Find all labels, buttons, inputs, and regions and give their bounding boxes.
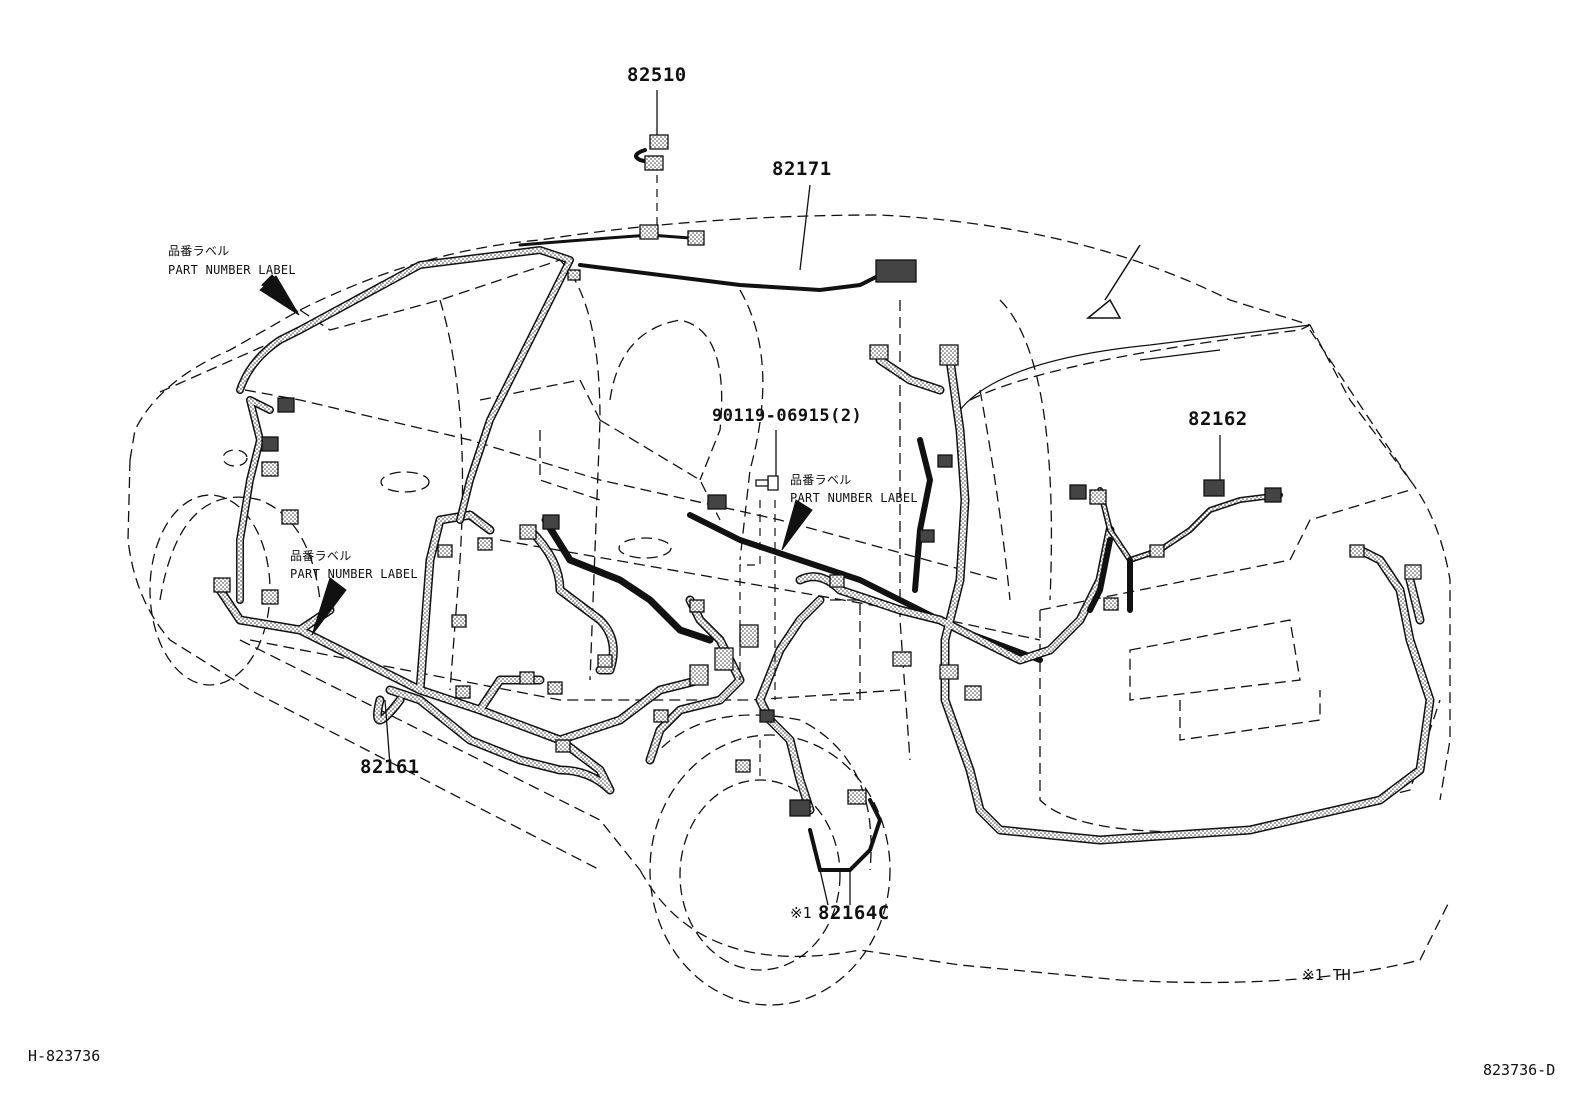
part-number-82162[interactable]: 82162 — [1188, 408, 1248, 430]
roof-antenna — [1085, 244, 1141, 319]
illustration-code-right: 823736-D — [1483, 1061, 1556, 1079]
reference-mark: ※1 — [790, 904, 812, 922]
part-number-bolt[interactable]: 90119-06915(2) — [712, 406, 863, 426]
part-label-jp-2: 品番ラベル — [290, 549, 352, 563]
phantom-leader-lines — [656, 175, 776, 780]
bolt-icon — [755, 475, 779, 491]
car-body-outline — [127, 214, 1451, 1006]
footnote: ※1 TH — [1302, 966, 1351, 984]
part-label-en-3: PART NUMBER LABEL — [790, 491, 918, 505]
part-label-en-2: PART NUMBER LABEL — [290, 567, 418, 581]
harness-82161-floor — [215, 510, 705, 795]
harness-82164c-wheel — [808, 798, 883, 872]
part-number-82164c[interactable]: 82164C — [818, 902, 890, 924]
part-label-arrows — [259, 274, 813, 636]
connectors — [213, 134, 1422, 817]
arrow-center — [781, 499, 813, 551]
rear-detail-lines — [959, 324, 1311, 411]
part-label-jp-1: 品番ラベル — [168, 244, 230, 258]
illustration-code-left: H-823736 — [28, 1047, 101, 1065]
part-label-en-1: PART NUMBER LABEL — [168, 263, 296, 277]
harness-82161-front-pillar — [236, 246, 574, 604]
harness-82162-rear — [1087, 487, 1283, 613]
arrow-center-left — [311, 577, 347, 636]
part-label-jp-3: 品番ラベル — [790, 473, 852, 487]
part-number-82171[interactable]: 82171 — [772, 158, 832, 180]
leader-lines — [384, 90, 1221, 906]
harness-82510-sensor — [634, 148, 662, 167]
part-number-82161[interactable]: 82161 — [360, 756, 420, 778]
harness-center-dotted — [525, 355, 1435, 845]
part-number-82510[interactable]: 82510 — [627, 64, 687, 86]
